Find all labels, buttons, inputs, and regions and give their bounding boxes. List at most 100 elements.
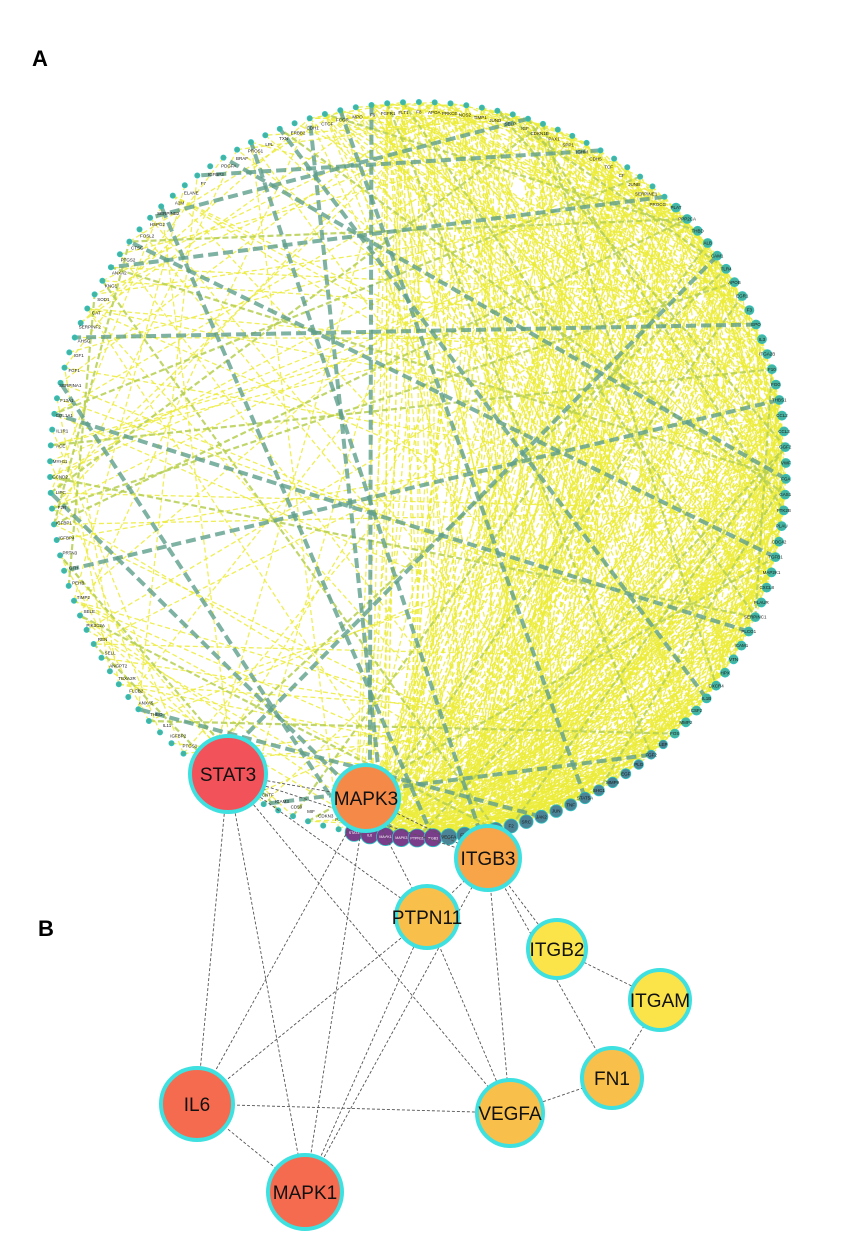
- network-a-gene-label: PLAT: [671, 205, 682, 210]
- network-a-edge: [400, 268, 727, 838]
- network-a-edge: [496, 110, 512, 827]
- network-a-node: [135, 706, 142, 713]
- network-a-gene-label: IGHM: [576, 149, 588, 154]
- network-a-edge: [69, 185, 653, 354]
- network-a-gene-label: KNG1: [105, 283, 118, 288]
- network-a-edge: [60, 101, 436, 384]
- network-a-edge: [418, 101, 557, 812]
- network-a-edge: [80, 102, 388, 324]
- network-a-node: [71, 334, 78, 341]
- network-a-edge: [625, 510, 785, 775]
- network-a-edge: [463, 150, 602, 836]
- network-a-gene-label: PIK3C2A: [86, 623, 105, 628]
- network-a-gene-label: TGFB1: [768, 555, 783, 560]
- network-a-node: [554, 126, 561, 133]
- network-a-edge: [74, 336, 763, 340]
- network-a-edge: [466, 104, 688, 220]
- network-a-gene-label: CF: [619, 173, 625, 178]
- network-a-edge: [371, 104, 785, 511]
- network-b-edge: [196, 1103, 511, 1114]
- network-a-node: [564, 798, 578, 812]
- network-a-node: [116, 251, 123, 258]
- network-a-node: [368, 102, 375, 109]
- network-a-node: [47, 473, 54, 480]
- network-a-gene-label: VEGFA: [441, 834, 456, 839]
- network-b-node-mapk1: MAPK1: [266, 1153, 344, 1231]
- network-a-edge: [510, 446, 787, 827]
- network-a-edge: [571, 135, 709, 244]
- network-a-edge: [540, 158, 615, 817]
- network-a-node: [779, 426, 789, 437]
- network-a-edge: [49, 207, 677, 478]
- network-a-node: [352, 104, 359, 111]
- network-a-edge: [584, 446, 786, 799]
- network-a-gene-label: PTK2B: [777, 508, 791, 513]
- network-a-edge: [386, 102, 653, 756]
- network-a-node: [115, 681, 122, 688]
- network-a-node: [729, 277, 740, 288]
- network-a-edge: [53, 149, 238, 525]
- network-a-edge: [73, 600, 639, 766]
- network-a-edge: [705, 339, 763, 699]
- network-a-edge: [93, 309, 750, 645]
- network-a-gene-label: PTGS2: [121, 258, 136, 263]
- network-a-node: [757, 334, 767, 345]
- network-a-edge: [263, 752, 652, 807]
- network-a-edge: [51, 508, 557, 812]
- network-a-edge: [707, 242, 783, 416]
- network-a-edge: [385, 571, 772, 838]
- network-a-node: [57, 552, 64, 559]
- network-a-edge: [119, 253, 542, 818]
- network-a-edge: [402, 101, 757, 618]
- network-b-node-fn1: FN1: [580, 1046, 644, 1110]
- network-a-edge: [496, 109, 727, 270]
- network-a-node: [771, 379, 781, 390]
- network-a-gene-label: MYH11: [53, 459, 68, 464]
- network-b-nodes: STAT3IL6MAPK1MAPK3ITGB3PTPN11VEGFAFN1ITG…: [159, 734, 692, 1231]
- network-a-gene-label: JUNB: [628, 182, 640, 187]
- network-a-gene-label: CCL3: [778, 429, 790, 434]
- network-a-edge: [369, 207, 677, 836]
- network-a-gene-label: TIMP2: [77, 595, 91, 600]
- network-a-gene-label: GTH: [69, 566, 79, 571]
- network-a-gene-label: TCF: [604, 165, 613, 170]
- network-a-edge: [541, 123, 718, 687]
- network-a-gene-label: SERPINA1: [59, 383, 82, 388]
- network-a-edge: [597, 478, 787, 791]
- network-a-gene-label: MMP9: [606, 780, 619, 785]
- network-a-edge: [527, 118, 664, 745]
- network-a-gene-label: EPO: [751, 322, 761, 327]
- network-a-edge: [416, 101, 420, 839]
- network-a-edge: [386, 103, 557, 812]
- network-a-edge: [662, 572, 773, 745]
- network-a-node: [720, 667, 730, 678]
- network-a-node: [702, 238, 713, 248]
- network-a-node: [569, 132, 576, 139]
- network-a-edge: [222, 155, 787, 481]
- network-a-edge: [465, 104, 735, 660]
- network-a-gene-label: PAX1: [548, 136, 560, 141]
- network-a-gene-label: SHC1: [593, 788, 606, 793]
- network-a-edge: [570, 167, 628, 805]
- network-a-gene-label: ANXA2: [112, 270, 127, 275]
- network-a-edge: [463, 135, 573, 836]
- network-b-edge: [304, 797, 367, 1193]
- network-a-edge: [479, 129, 559, 833]
- network-a-edge: [525, 135, 573, 822]
- network-a-edge: [418, 101, 735, 283]
- network-a-node: [98, 654, 105, 661]
- network-a-node: [671, 202, 681, 213]
- network-a-edge: [119, 135, 573, 255]
- network-a-node: [751, 319, 761, 330]
- network-a-edge: [101, 280, 497, 831]
- network-a-node: [289, 813, 296, 820]
- network-a-edge: [778, 415, 783, 542]
- network-a-edge: [74, 322, 757, 340]
- network-a-edge: [450, 102, 787, 464]
- network-b-node-label: MAPK1: [273, 1183, 337, 1204]
- network-a-gene-label: PTGS1: [183, 744, 198, 749]
- network-a-node: [125, 694, 132, 701]
- network-a-edge: [585, 142, 762, 603]
- network-b-node-itgam: ITGAM: [628, 968, 692, 1032]
